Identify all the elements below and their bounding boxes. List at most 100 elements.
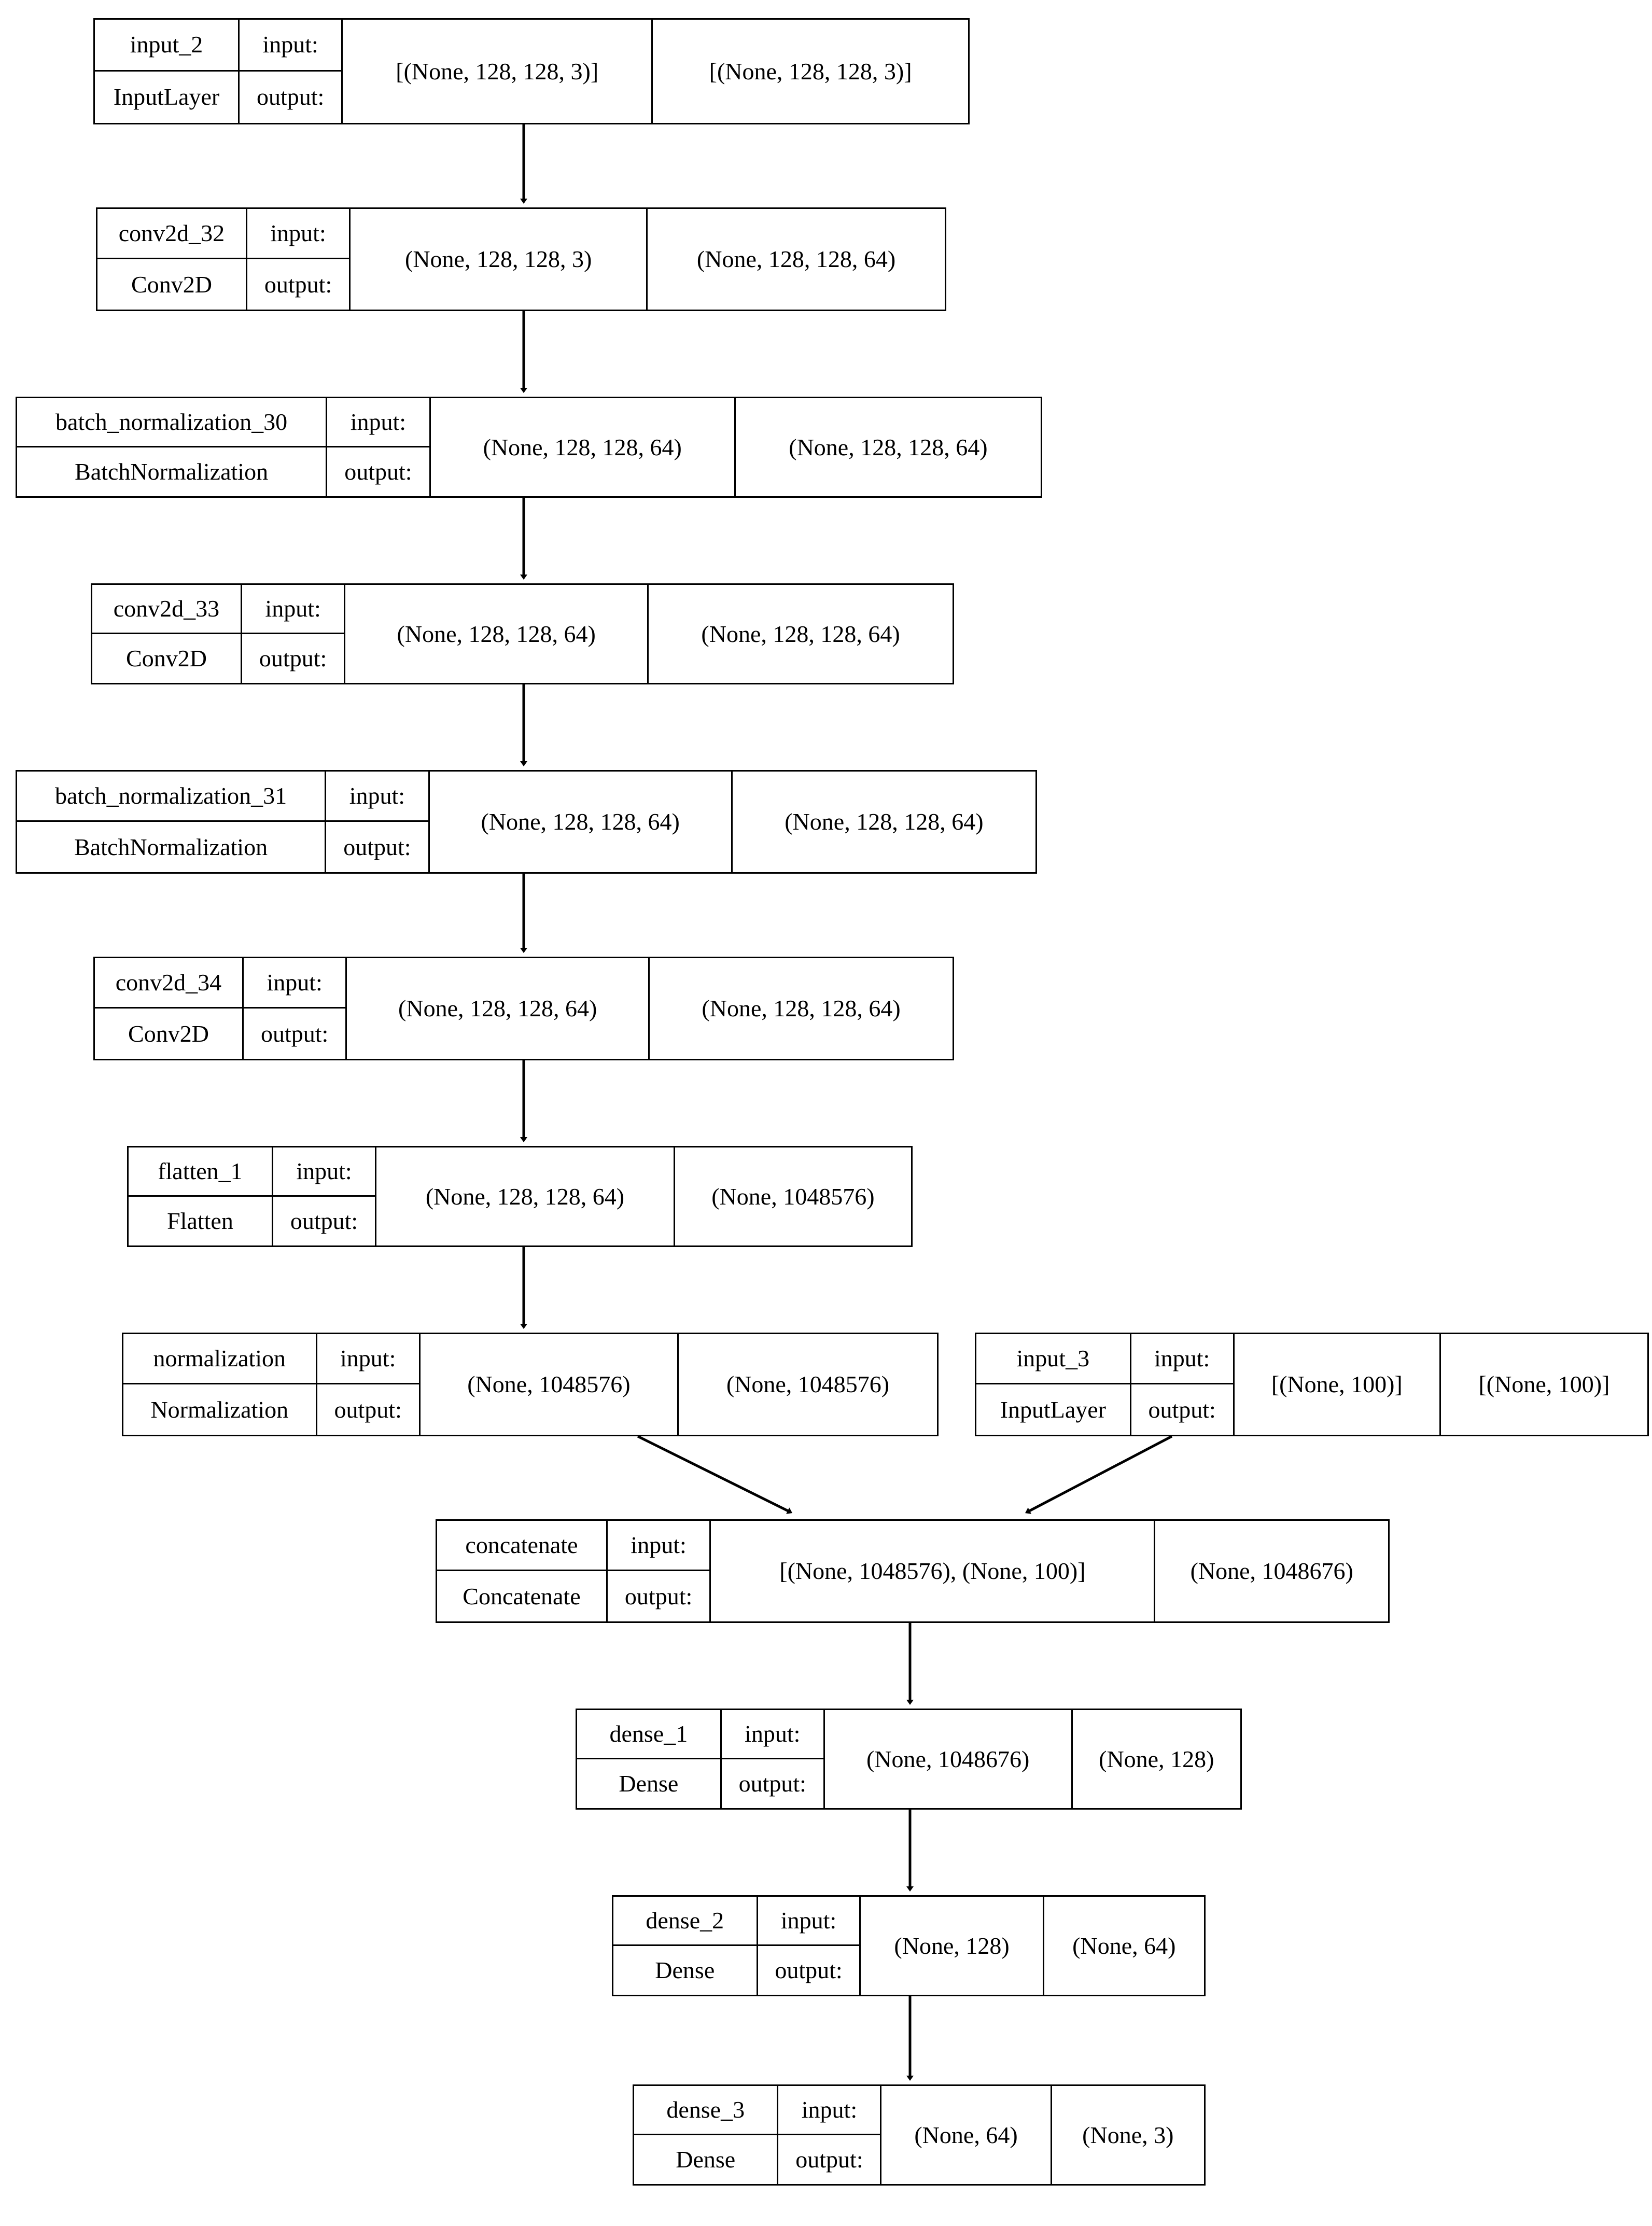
layer-name: batch_normalization_31 <box>17 772 325 822</box>
input-shape-cell: (None, 128, 128, 64) <box>376 1147 675 1245</box>
layer-class-text: Concatenate <box>463 1583 581 1609</box>
output-label: output: <box>247 259 349 310</box>
input-label: input: <box>721 1710 823 1759</box>
output-shape-cell: (None, 1048576) <box>679 1334 937 1435</box>
input-label: input: <box>317 1334 419 1384</box>
input-label: input: <box>243 958 346 1009</box>
io-label-column: input:output: <box>242 585 346 683</box>
layer-class-text: Dense <box>619 1770 679 1797</box>
output-shape-text: (None, 128, 128, 64) <box>789 433 988 460</box>
layer-name: flatten_1 <box>129 1147 272 1197</box>
input-shape-text: (None, 128, 128, 64) <box>398 995 597 1021</box>
layer-name-text: dense_3 <box>666 2096 745 2123</box>
input-shape-cell: (None, 128, 128, 64) <box>430 772 733 872</box>
input-shape: [(None, 1048576), (None, 100)] <box>711 1521 1154 1621</box>
output-shape-text: (None, 3) <box>1082 2121 1174 2148</box>
output-label-text: output: <box>795 2146 863 2173</box>
io-label-column: input:output: <box>758 1897 861 1995</box>
input-label-text: input: <box>350 408 407 435</box>
layer-name: conv2d_34 <box>95 958 242 1009</box>
output-shape: (None, 1048576) <box>679 1334 937 1435</box>
layer-class: Dense <box>613 1946 757 1995</box>
input-shape-text: (None, 128, 128, 3) <box>405 246 592 272</box>
input-shape-cell: (None, 128) <box>861 1897 1044 1995</box>
input-shape-cell: [(None, 1048576), (None, 100)] <box>711 1521 1156 1621</box>
input-label-text: input: <box>296 1157 352 1184</box>
output-shape-cell: (None, 128, 128, 64) <box>649 585 953 683</box>
output-label: output: <box>240 72 341 123</box>
layer-class: BatchNormalization <box>17 822 325 872</box>
input-shape-text: [(None, 100)] <box>1271 1371 1403 1397</box>
input-shape: (None, 1048576) <box>421 1334 677 1435</box>
output-label: output: <box>327 447 429 497</box>
input-shape: (None, 128, 128, 3) <box>351 209 646 310</box>
layer-class-text: BatchNormalization <box>74 833 268 860</box>
layer-name: dense_2 <box>613 1897 757 1946</box>
output-label: output: <box>608 1571 709 1621</box>
input-label-text: input: <box>265 595 321 622</box>
layer-class: Dense <box>577 1759 720 1809</box>
output-shape-cell: (None, 128) <box>1073 1710 1240 1808</box>
layer-name: conv2d_33 <box>92 585 241 634</box>
input-shape: [(None, 100)] <box>1235 1334 1439 1435</box>
input-shape-cell: [(None, 128, 128, 3)] <box>343 20 653 123</box>
input-label: input: <box>778 2086 880 2135</box>
input-shape-cell: (None, 1048576) <box>421 1334 679 1435</box>
layer-class-text: Flatten <box>167 1207 233 1234</box>
input-label-text: input: <box>801 2096 858 2123</box>
layer-class: Conv2D <box>92 634 241 683</box>
layer-name: batch_normalization_30 <box>17 398 326 447</box>
layer-class: Concatenate <box>437 1571 606 1621</box>
layer-class: Conv2D <box>95 1009 242 1059</box>
layer-name-text: input_2 <box>130 31 203 58</box>
layer-name-text: batch_normalization_31 <box>55 782 287 809</box>
input-shape-cell: [(None, 100)] <box>1235 1334 1441 1435</box>
output-shape-text: (None, 128, 128, 64) <box>696 246 896 272</box>
input-shape: (None, 128) <box>861 1897 1042 1995</box>
io-label-column: input:output: <box>247 209 351 310</box>
layer-name-text: dense_1 <box>609 1720 688 1747</box>
output-label-text: output: <box>624 1583 693 1609</box>
output-shape-cell: (None, 128, 128, 64) <box>648 209 945 310</box>
output-shape: (None, 128, 128, 64) <box>736 398 1041 496</box>
output-label: output: <box>244 1009 345 1059</box>
output-label-text: output: <box>334 1396 402 1423</box>
output-shape: (None, 128, 128, 64) <box>649 585 953 683</box>
edge-input_3-to-concatenate <box>1025 1435 1173 1514</box>
output-label-text: output: <box>290 1207 358 1234</box>
layer-name: input_3 <box>976 1334 1130 1384</box>
io-label-column: input:output: <box>243 958 347 1059</box>
io-label-column: input:output: <box>1131 1334 1235 1435</box>
output-shape-text: (None, 64) <box>1072 1932 1176 1959</box>
output-shape-text: (None, 1048676) <box>1190 1558 1353 1584</box>
output-label: output: <box>722 1759 823 1809</box>
io-label-column: input: output: <box>317 1334 421 1435</box>
input-label-text: input: <box>1154 1345 1210 1371</box>
layer-class-text: Normalization <box>150 1396 289 1423</box>
output-label: output: <box>273 1197 375 1246</box>
input-shape: (None, 128, 128, 64) <box>345 585 647 683</box>
input-shape-text: (None, 64) <box>914 2121 1018 2148</box>
output-shape-text: (None, 128, 128, 64) <box>702 995 901 1021</box>
